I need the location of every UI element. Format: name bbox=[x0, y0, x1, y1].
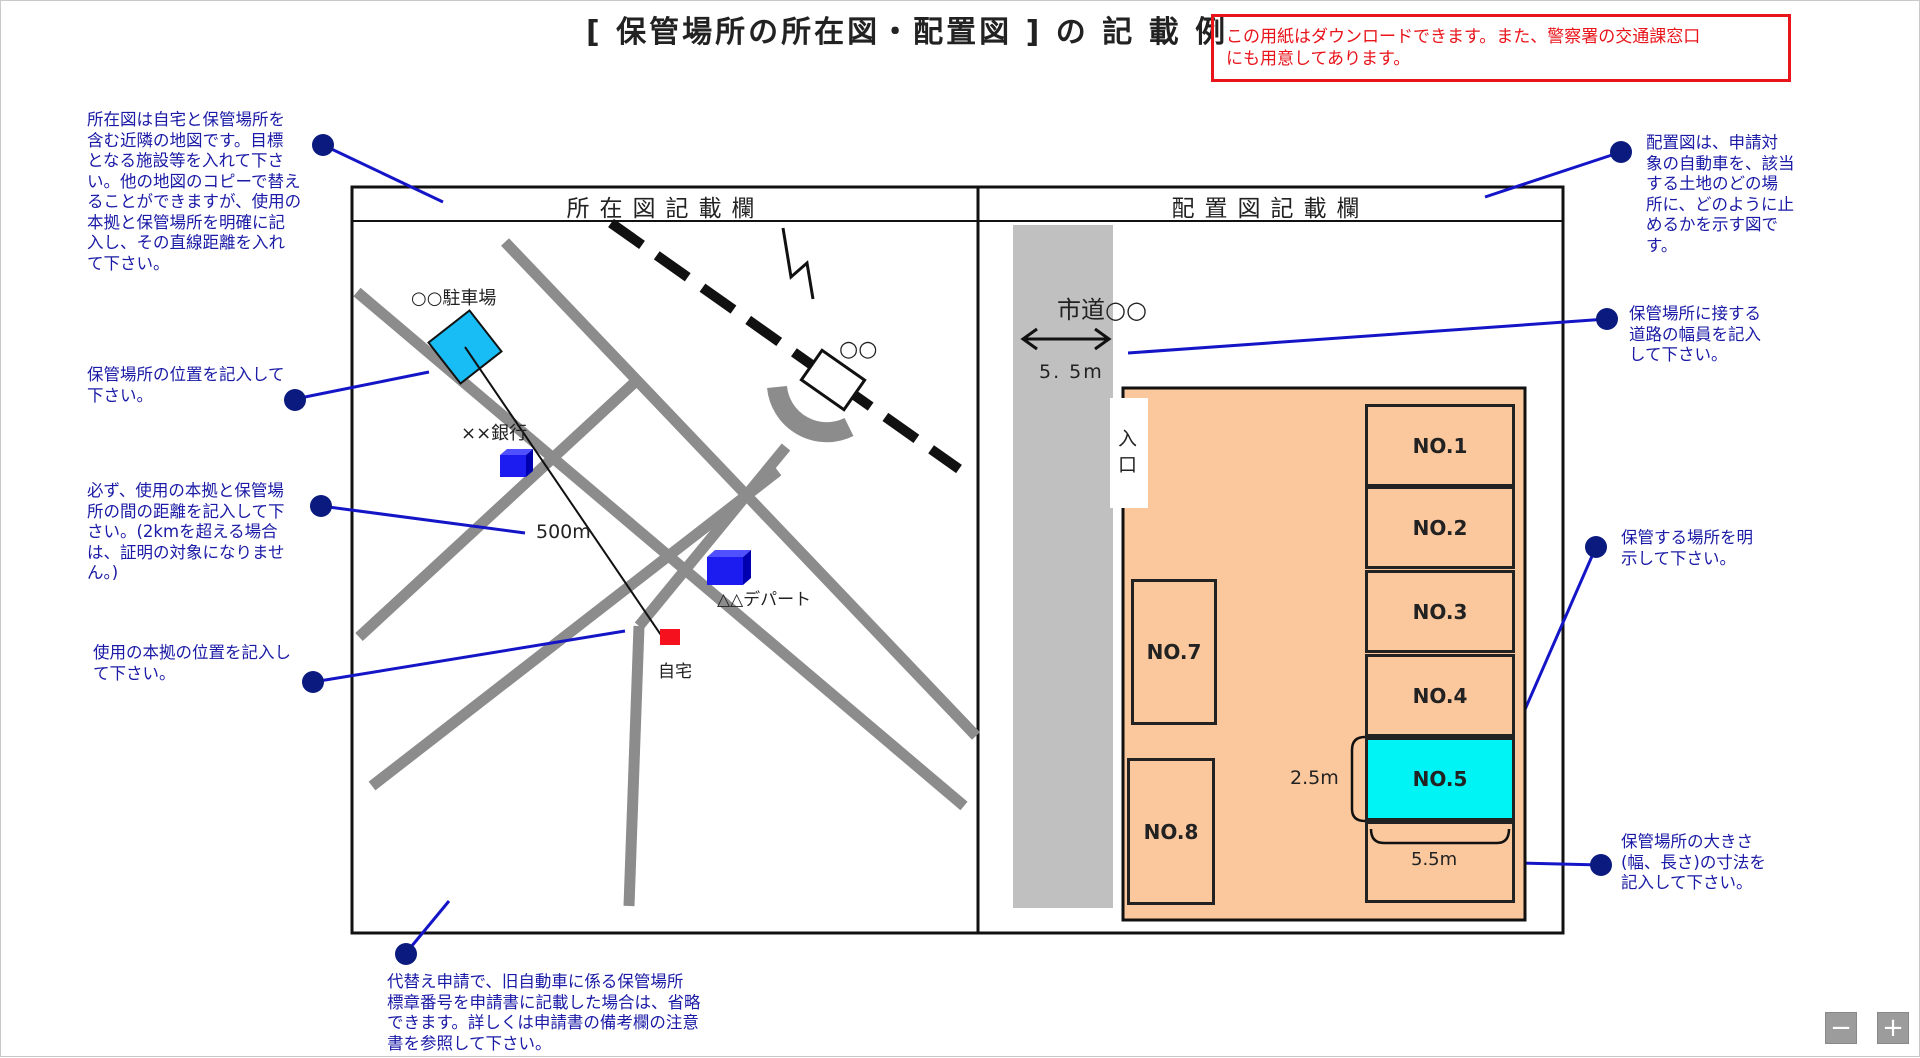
form-frame bbox=[350, 185, 1565, 935]
station-roundabout bbox=[767, 385, 854, 443]
slot-length-label: 5.5m bbox=[1411, 849, 1458, 870]
parking-slot-5-selected: NO.5 bbox=[1365, 737, 1515, 821]
road-left-branch bbox=[355, 378, 638, 642]
marker-layout bbox=[1610, 141, 1632, 163]
slot-width-label: 2.5m bbox=[1290, 767, 1339, 789]
road-upper-diagonal bbox=[501, 238, 980, 740]
note-road-width: 保管場所に接する 道路の幅員を記入 して下さい。 bbox=[1629, 304, 1761, 364]
zoom-in-button[interactable]: + bbox=[1877, 1012, 1909, 1044]
parking-slot-7: NO.7 bbox=[1131, 579, 1217, 725]
marker-size bbox=[1590, 854, 1612, 876]
department-label: △△デパート bbox=[717, 590, 812, 610]
parking-label: ○○駐車場 bbox=[411, 288, 497, 309]
length-bracket bbox=[1369, 828, 1511, 845]
distance-label: 500m bbox=[536, 521, 591, 543]
marker-distance bbox=[310, 495, 332, 517]
road-lower-left bbox=[368, 466, 782, 791]
note-spot: 保管する場所を明 示して下さい。 bbox=[1621, 528, 1753, 568]
note-location-map: 所在図は自宅と保管場所を 含む近隣の地図です。目標 となる施設等を入れて下さ い… bbox=[87, 110, 302, 273]
parking-slot-1: NO.1 bbox=[1365, 404, 1515, 487]
railway-line bbox=[608, 218, 962, 474]
page-title: [ 保管場所の所在図・配置図 ] の 記 載 例 bbox=[586, 15, 1229, 50]
station-building bbox=[799, 348, 867, 412]
road-label: 市道○○ bbox=[1057, 296, 1147, 324]
department-store-icon bbox=[707, 550, 751, 585]
parking-slot-4: NO.4 bbox=[1365, 654, 1515, 737]
parking-slot-2: NO.2 bbox=[1365, 486, 1515, 569]
note-size: 保管場所の大きさ (幅、長さ)の寸法を 記入して下さい。 bbox=[1621, 832, 1766, 892]
leader-lines-left bbox=[294, 143, 626, 954]
download-notice: この用紙はダウンロードできます。また、警察署の交通課窓口 にも用意してあります。 bbox=[1211, 14, 1791, 82]
download-notice-text: この用紙はダウンロードできます。また、警察署の交通課窓口 にも用意してあります。 bbox=[1226, 27, 1701, 69]
note-replacement: 代替え申請で、旧自動車に係る保管場所 標章番号を申請書に記載した場合は、省略 で… bbox=[387, 972, 701, 1053]
distance-line bbox=[464, 346, 664, 639]
road-width-label: 5. 5m bbox=[1039, 361, 1104, 383]
entrance-opening bbox=[1110, 398, 1148, 508]
entrance-label: 入口 bbox=[1118, 428, 1138, 476]
marker-replacement bbox=[395, 943, 417, 965]
road-to-station bbox=[634, 443, 791, 630]
note-parking-position: 保管場所の位置を記入して 下さい。 bbox=[87, 365, 285, 405]
parking-slot-5-length bbox=[1365, 821, 1515, 903]
bank-label: ××銀行 bbox=[461, 423, 528, 444]
home-marker bbox=[660, 629, 680, 645]
road-vertical bbox=[623, 625, 645, 907]
zoom-out-button[interactable]: − bbox=[1825, 1012, 1857, 1044]
marker-location-map bbox=[312, 134, 334, 156]
station-label: ○○ bbox=[839, 337, 878, 362]
note-home-position: 使用の本拠の位置を記入し て下さい。 bbox=[93, 643, 291, 683]
note-distance: 必ず、使用の本拠と保管場 所の間の距離を記入して下 さい。(2kmを超える場合 … bbox=[87, 481, 285, 582]
width-bracket bbox=[1350, 735, 1366, 823]
city-road-strip bbox=[1013, 225, 1113, 908]
north-arrow-icon bbox=[781, 227, 815, 300]
note-layout: 配置図は、申請対 象の自動車を、該当 する土地のどの場 所に、どのように止 める… bbox=[1646, 133, 1795, 255]
parking-slot-8: NO.8 bbox=[1127, 758, 1215, 905]
home-label: 自宅 bbox=[658, 662, 692, 682]
marker-parking-position bbox=[284, 389, 306, 411]
location-map-header: 所在図記載欄 bbox=[566, 196, 765, 222]
bank-icon bbox=[500, 449, 533, 477]
layout-map-header: 配置図記載欄 bbox=[1171, 196, 1370, 222]
marker-home-position bbox=[302, 671, 324, 693]
marker-road-width bbox=[1596, 308, 1618, 330]
parking-slot-3: NO.3 bbox=[1365, 570, 1515, 653]
marker-spot bbox=[1585, 536, 1607, 558]
